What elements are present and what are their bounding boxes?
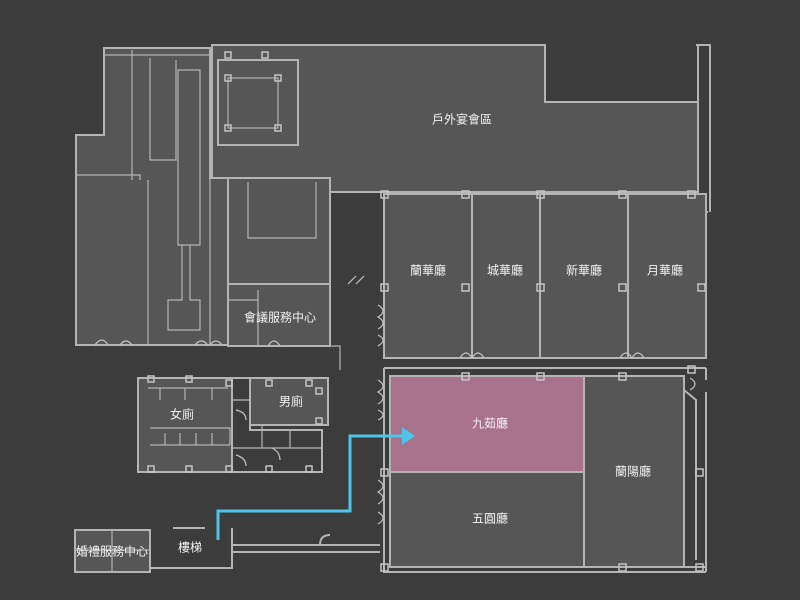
label-wuyuan-hall: 五圓廳 bbox=[472, 511, 508, 526]
label-women-restroom: 女廁 bbox=[170, 407, 194, 422]
meeting-center-doors bbox=[267, 275, 365, 347]
label-chenghua-hall: 城華廳 bbox=[487, 263, 523, 278]
wedding-center-inner bbox=[75, 530, 150, 572]
room-meeting-service-center[interactable] bbox=[227, 283, 331, 347]
label-jiuru-hall: 九茹廳 bbox=[472, 416, 508, 431]
room-chenghua-hall[interactable] bbox=[471, 193, 541, 359]
room-wuyuan-hall[interactable] bbox=[389, 471, 585, 568]
north-halls-columns bbox=[376, 190, 706, 360]
pavilion bbox=[217, 51, 299, 146]
west-utility-block bbox=[75, 47, 229, 346]
room-men-restroom[interactable] bbox=[249, 377, 329, 426]
label-yuehua-hall: 月華廳 bbox=[647, 263, 683, 278]
meeting-block bbox=[227, 177, 331, 285]
south-corridor-wall bbox=[150, 528, 380, 569]
label-xinhua-hall: 新華廳 bbox=[566, 263, 602, 278]
meeting-center-inner-walls bbox=[228, 290, 341, 370]
room-lanhua-hall[interactable] bbox=[383, 193, 473, 359]
south-halls-frame bbox=[376, 365, 707, 573]
room-jiuru-hall[interactable] bbox=[389, 375, 585, 473]
restroom-details bbox=[137, 375, 323, 473]
label-stairs: 樓梯 bbox=[178, 540, 202, 555]
label-lanyang-hall: 蘭陽廳 bbox=[615, 464, 651, 479]
label-lanhua-hall: 蘭華廳 bbox=[410, 263, 446, 278]
room-yuehua-hall[interactable] bbox=[627, 193, 707, 359]
room-lanyang-hall[interactable] bbox=[583, 375, 685, 568]
label-wedding-service-center: 婚禮服務中心 bbox=[76, 544, 148, 559]
label-meeting-service-center: 會議服務中心 bbox=[244, 310, 316, 325]
label-men-restroom: 男廁 bbox=[279, 394, 303, 409]
room-xinhua-hall[interactable] bbox=[539, 193, 629, 359]
route-indicator bbox=[216, 427, 415, 540]
label-outdoor-banquet: 戶外宴會區 bbox=[432, 112, 492, 127]
